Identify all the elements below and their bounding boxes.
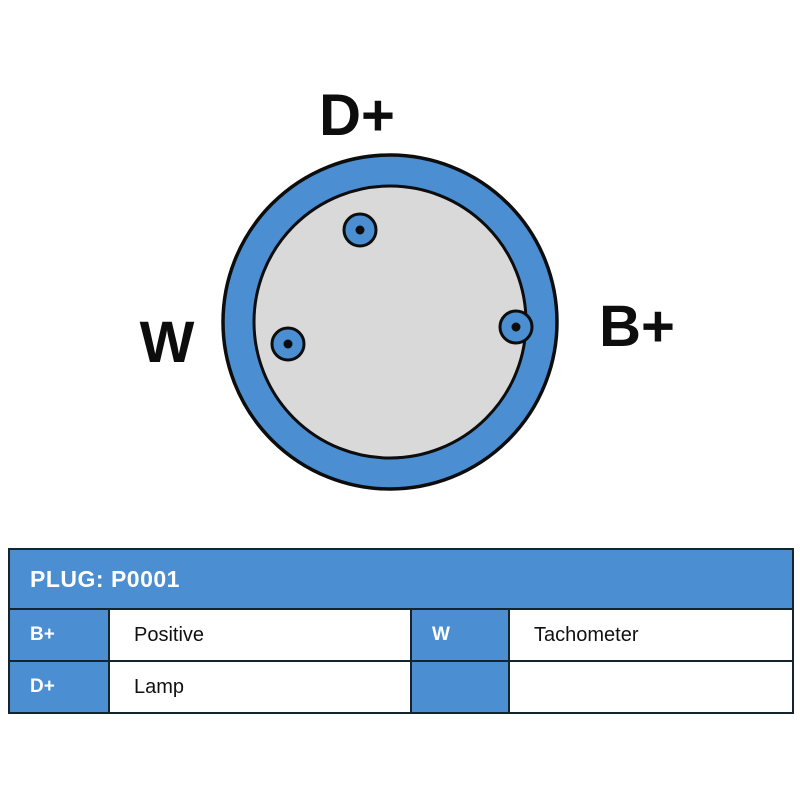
terminal-right-dot <box>511 322 521 332</box>
pin-desc-cell <box>507 660 795 714</box>
terminal-top <box>342 212 378 248</box>
table-row: D+ Lamp <box>8 660 795 714</box>
connector-face <box>252 184 528 460</box>
terminal-left-dot <box>283 339 293 349</box>
pin-name-cell: B+ <box>8 608 110 662</box>
plug-table: PLUG: P0001 B+ Positive W Tachometer D+ … <box>7 548 795 714</box>
pin-desc-cell: Tachometer <box>507 608 795 662</box>
table-row: B+ Positive W Tachometer <box>8 608 795 662</box>
pin-desc-cell: Lamp <box>108 660 412 714</box>
pin-name-cell <box>410 660 510 714</box>
terminal-right <box>498 309 534 345</box>
plug-table-header-row: PLUG: P0001 <box>7 548 795 610</box>
pin-label-bplus: B+ <box>599 294 675 359</box>
pin-label-dplus: D+ <box>319 83 395 148</box>
pin-desc-cell: Positive <box>108 608 412 662</box>
plug-diagram: D+ W B+ <box>140 83 675 491</box>
terminal-left <box>270 326 306 362</box>
pin-label-w: W <box>140 310 195 375</box>
pin-name-cell: D+ <box>8 660 110 714</box>
terminal-top-dot <box>355 225 365 235</box>
plug-title: PLUG: P0001 <box>7 548 795 610</box>
pin-name-cell: W <box>410 608 510 662</box>
